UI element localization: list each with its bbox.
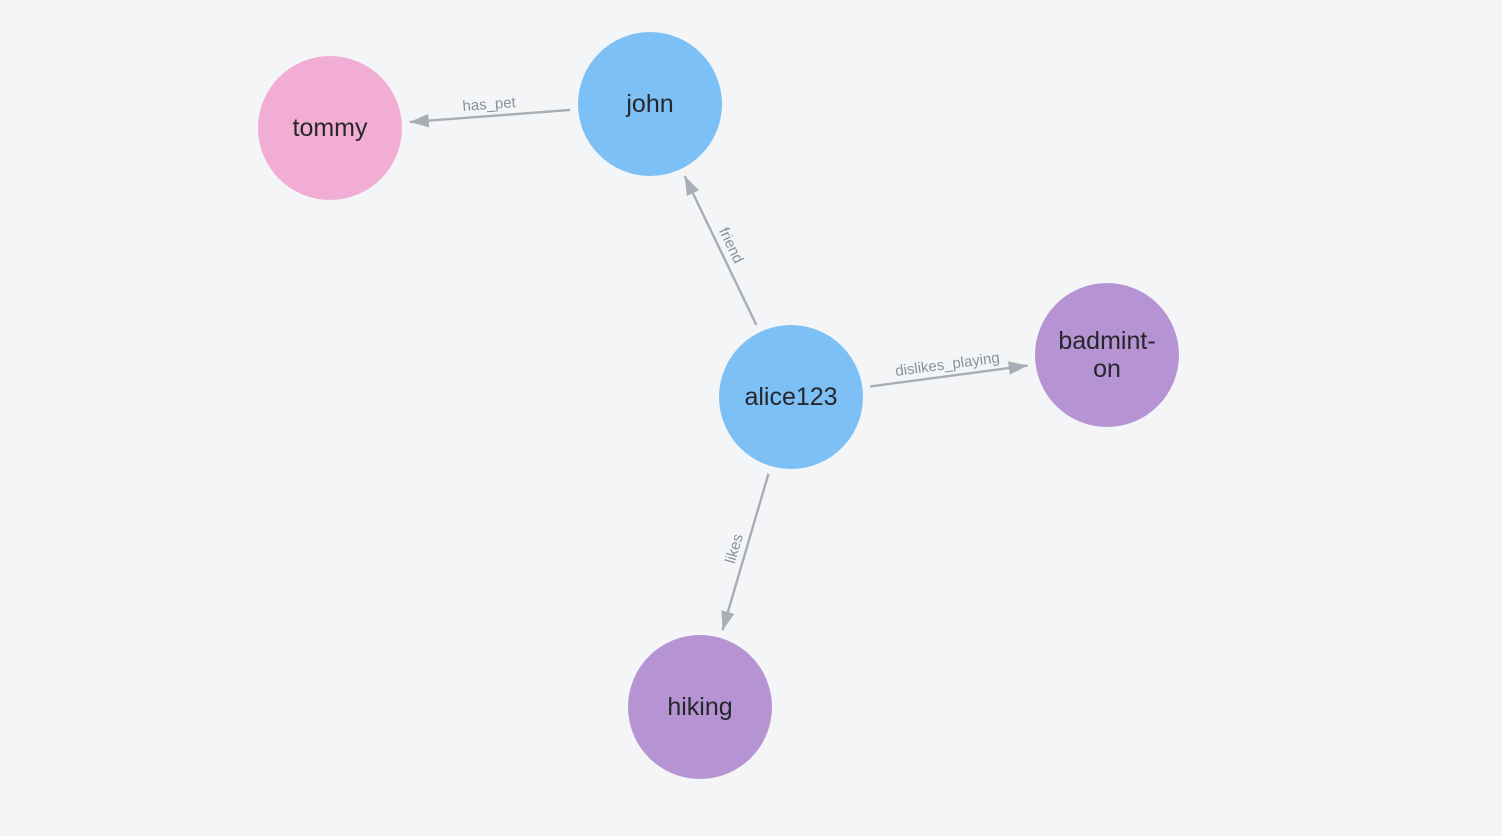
node-circle-alice123[interactable] (719, 325, 863, 469)
node-badminton[interactable]: badmint-on (1035, 283, 1179, 427)
node-tommy[interactable]: tommy (258, 56, 402, 200)
edge-line-likes[interactable] (721, 473, 770, 631)
node-layer: tommy john alice123 badmint-on hiking (258, 32, 1179, 779)
edge-line-dislikes_playing[interactable] (870, 361, 1028, 388)
node-hiking[interactable]: hiking (628, 635, 772, 779)
edge-label-friend[interactable]: friend (715, 225, 747, 266)
edge-john-tommy[interactable]: has_pet (409, 94, 571, 128)
node-alice123[interactable]: alice123 (719, 325, 863, 469)
edge-line-has_pet[interactable] (409, 108, 571, 128)
edge-alice123-john[interactable]: friend (683, 175, 758, 326)
edge-line-friend[interactable] (683, 175, 758, 326)
edge-alice123-hiking[interactable]: likes (721, 473, 770, 631)
node-john[interactable]: john (578, 32, 722, 176)
node-circle-badminton[interactable] (1035, 283, 1179, 427)
edge-label-has_pet[interactable]: has_pet (462, 94, 517, 115)
node-circle-john[interactable] (578, 32, 722, 176)
edge-alice123-badminton[interactable]: dislikes_playing (870, 349, 1028, 388)
node-circle-tommy[interactable] (258, 56, 402, 200)
node-circle-hiking[interactable] (628, 635, 772, 779)
